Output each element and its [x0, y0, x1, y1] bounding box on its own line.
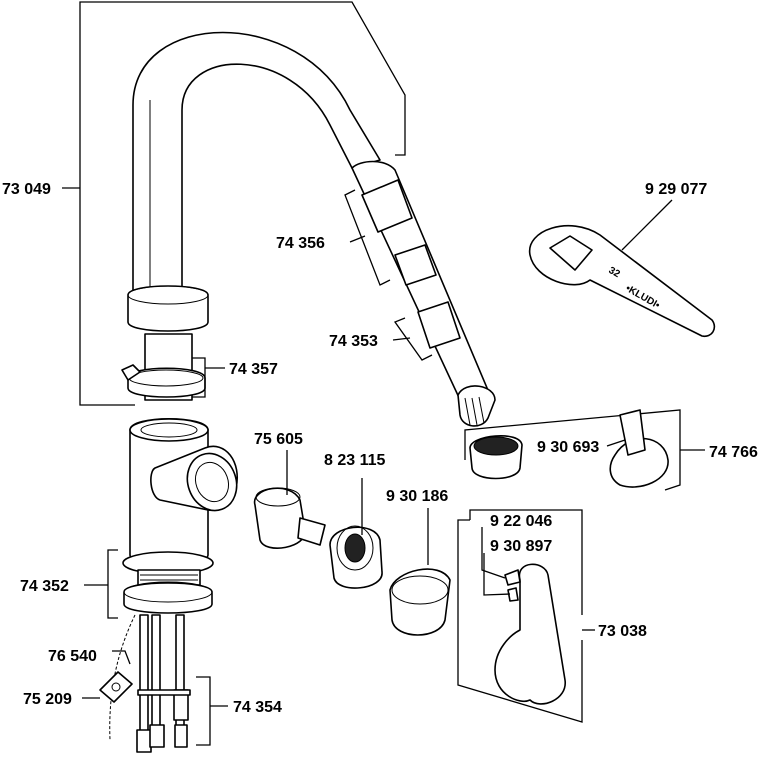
faucet-body [129, 418, 238, 565]
label-hose-upper: 74 356 [276, 235, 325, 252]
label-aerator-set: 74 766 [709, 444, 758, 461]
mounting-set [84, 549, 214, 619]
cartridge-part [254, 450, 326, 549]
label-weight: 75 209 [23, 691, 72, 708]
label-handle: 73 038 [598, 623, 647, 640]
clip-part [121, 357, 225, 398]
supply-hoses [82, 614, 228, 753]
label-screw-cap: 9 22 046 [490, 513, 552, 530]
wrench-tool: 32 •KLUDI• [529, 199, 716, 338]
pullout-hose [344, 160, 496, 427]
label-set-screw: 9 30 897 [490, 538, 552, 555]
cover-cap-part [389, 508, 451, 636]
cartridge-nut-part [329, 478, 383, 589]
label-cartridge: 75 605 [254, 431, 303, 448]
label-wrench: 9 29 077 [645, 181, 707, 198]
label-hose-lower: 74 353 [329, 333, 378, 350]
label-cartridge-nut: 8 23 115 [324, 452, 386, 469]
handle-part [457, 509, 595, 723]
label-cover-cap: 9 30 186 [386, 488, 448, 505]
aerator-set [464, 409, 705, 491]
label-mounting-set: 74 352 [20, 578, 69, 595]
label-hose-a: 76 540 [48, 648, 97, 665]
label-supply-hoses: 74 354 [233, 699, 282, 716]
label-clip: 74 357 [229, 361, 278, 378]
label-spout: 73 049 [2, 181, 51, 198]
spout-bracket [62, 1, 406, 406]
wrench-stamp-size: 32 [607, 265, 623, 280]
label-aerator-key: 9 30 693 [537, 439, 599, 456]
